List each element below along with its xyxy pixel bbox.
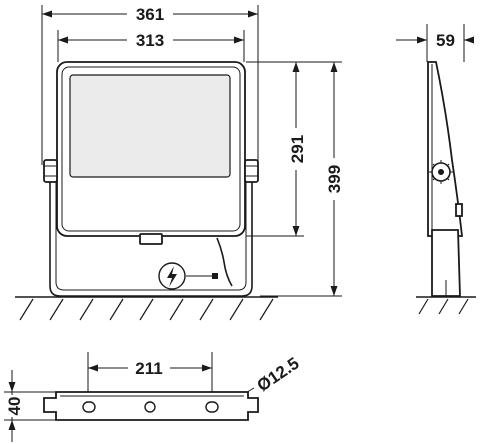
bracket-side <box>431 229 461 297</box>
lightning-bolt-icon <box>158 262 186 290</box>
mount-hole-right <box>205 401 219 413</box>
pivot-knob-right <box>244 159 259 183</box>
mount-hole-center <box>144 401 156 413</box>
housing-side-profile <box>427 61 464 237</box>
side-view: 59 <box>396 24 476 315</box>
dim-housing-height: 291 <box>288 135 307 163</box>
power-cable <box>216 237 233 287</box>
side-ground-hatch <box>418 298 469 315</box>
dim-depth: 59 <box>436 31 455 50</box>
dim-bracket-height: 40 <box>5 397 24 416</box>
mounting-bracket <box>49 172 253 297</box>
cable-gland <box>139 233 163 245</box>
pivot-knob-left <box>43 159 58 183</box>
ground-hatch <box>19 298 274 321</box>
led-panel <box>69 74 231 178</box>
mount-hole-left <box>82 401 96 413</box>
pivot-gear-icon <box>429 160 453 184</box>
dim-overall-height: 399 <box>325 165 344 193</box>
front-view: 361 313 291 399 <box>15 4 345 321</box>
dim-hole-diameter: Ø12.5 <box>254 354 303 396</box>
dim-hole-spacing: 211 <box>135 359 162 378</box>
bracket-top-view: 211 Ø12.5 40 <box>3 352 303 442</box>
dim-housing-width: 313 <box>136 31 164 50</box>
dim-overall-width: 361 <box>136 5 164 24</box>
